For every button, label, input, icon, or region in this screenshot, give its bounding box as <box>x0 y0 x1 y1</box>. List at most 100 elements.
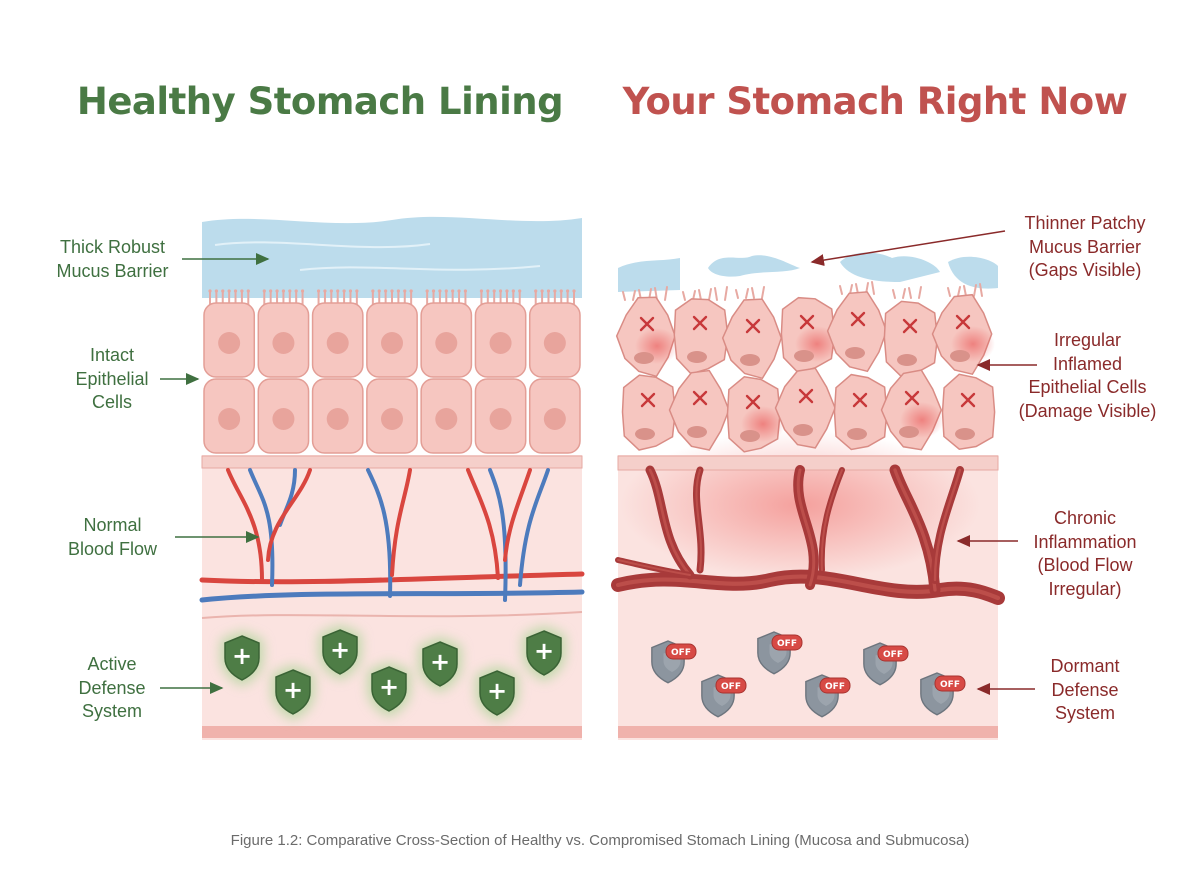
damaged-cilium <box>698 289 702 301</box>
cilium-tip <box>457 289 461 293</box>
healthy-cell-layer <box>203 302 581 454</box>
label-damaged-defense: Dormant Defense System <box>1050 656 1120 723</box>
cilium-tip <box>384 289 388 293</box>
cilium-tip <box>431 289 436 293</box>
off-badge <box>877 645 909 662</box>
damage-mark-icon <box>850 311 866 327</box>
damaged-cilium <box>839 285 843 295</box>
inflamed-epithelial-cell <box>668 369 730 451</box>
damaged-cilium <box>751 287 755 299</box>
off-badge <box>665 643 697 660</box>
off-badge <box>771 634 803 651</box>
damaged-cilium <box>973 284 977 297</box>
active-shields: +++++++ <box>220 625 566 721</box>
damaged-cilium <box>724 286 728 301</box>
damaged-cilium <box>664 286 668 301</box>
damaged-cilium <box>947 287 951 297</box>
cilium-tip <box>546 289 551 293</box>
blood-vessel <box>266 468 312 562</box>
healthy-blood-vessels <box>199 468 585 603</box>
off-badge-label: OFF <box>940 680 960 690</box>
damage-mark-icon <box>798 388 814 404</box>
label-damaged-epithelial: Irregular Inflamed Epithelial Cells (Dam… <box>1018 330 1157 421</box>
cilium-tip <box>355 289 359 293</box>
damaged-nucleus <box>794 350 814 362</box>
cilium-tip <box>348 289 353 293</box>
inflamed-epithelial-cell <box>883 300 939 378</box>
cilium-tip <box>403 289 407 293</box>
damaged-cilium <box>963 285 967 297</box>
plus-icon: + <box>534 637 554 665</box>
active-shield-icon <box>322 629 358 675</box>
cilium-tip <box>444 289 448 293</box>
vessel-highlight <box>695 468 703 572</box>
damaged-nucleus <box>634 352 654 364</box>
cilium-tip <box>227 289 231 293</box>
active-shield-icon <box>371 666 407 712</box>
cilium-tip <box>511 289 515 293</box>
cell-nucleus <box>435 408 458 430</box>
cilium-tip <box>553 289 557 293</box>
damaged-nucleus <box>740 430 760 442</box>
damage-mark-icon <box>745 318 761 334</box>
cell-nucleus <box>543 408 566 430</box>
cell-nucleus <box>326 408 349 430</box>
damaged-cilium <box>871 281 875 295</box>
cilium-tip <box>371 289 375 293</box>
label-arrows <box>160 230 1037 695</box>
damaged-nucleus <box>899 426 919 438</box>
vessel-highlight <box>617 559 691 576</box>
cell-nucleus <box>489 408 512 430</box>
cilium-tip <box>492 289 496 293</box>
healthy-base-layer <box>202 726 582 738</box>
healthy-basement-membrane <box>201 455 583 469</box>
cilium-tip <box>281 289 286 293</box>
inflamed-epithelial-cell <box>826 291 888 373</box>
damaged-cilium <box>745 288 749 299</box>
cilium-tip <box>275 289 279 293</box>
damaged-basement-membrane <box>617 455 999 471</box>
damaged-mucus-patches <box>618 252 998 292</box>
off-badge-label: OFF <box>777 639 797 649</box>
damaged-cell-layer <box>615 291 996 453</box>
damaged-cilium <box>682 291 686 301</box>
cilium-tip <box>246 289 250 293</box>
damaged-nucleus <box>845 347 865 359</box>
inflamed-blood-vessels <box>611 464 1005 605</box>
off-badge-label: OFF <box>825 682 845 692</box>
damage-mark-icon <box>955 314 971 330</box>
plus-icon: + <box>232 642 252 670</box>
off-badge <box>934 675 966 692</box>
label-damaged-blood: Chronic Inflammation (Blood Flow Irregul… <box>1033 508 1137 599</box>
damaged-cilium <box>714 287 718 301</box>
vessel-highlight <box>933 468 962 582</box>
vessel-highlight <box>615 574 1001 601</box>
active-shield-icon <box>422 641 458 687</box>
cell-nucleus <box>272 332 295 354</box>
inflamed-epithelial-cell <box>833 373 888 451</box>
damage-mark-icon <box>960 392 976 408</box>
active-shield-icon <box>275 669 311 715</box>
cell-nucleus <box>218 332 241 354</box>
blood-vessel <box>248 468 275 587</box>
cilium-tip <box>214 289 218 293</box>
cilium-tip <box>329 289 333 293</box>
blood-vessel <box>503 468 532 562</box>
damage-mark-icon <box>692 315 708 331</box>
damage-mark-icon <box>640 392 656 408</box>
off-badge <box>715 677 747 694</box>
healthy-panel: +++++++ <box>199 216 585 740</box>
cilium-tip <box>438 289 442 293</box>
damaged-cilium <box>908 287 912 299</box>
blood-vessel <box>518 468 550 587</box>
blood-vessel <box>466 468 500 580</box>
vessel-highlight <box>648 468 692 577</box>
damage-mark-icon <box>692 390 708 406</box>
cell-nucleus <box>543 332 566 354</box>
damage-mark-icon <box>852 392 868 408</box>
cell-nucleus <box>218 408 241 430</box>
damaged-nucleus <box>635 428 655 440</box>
plus-icon: + <box>283 676 303 704</box>
blood-vessel <box>390 468 412 577</box>
